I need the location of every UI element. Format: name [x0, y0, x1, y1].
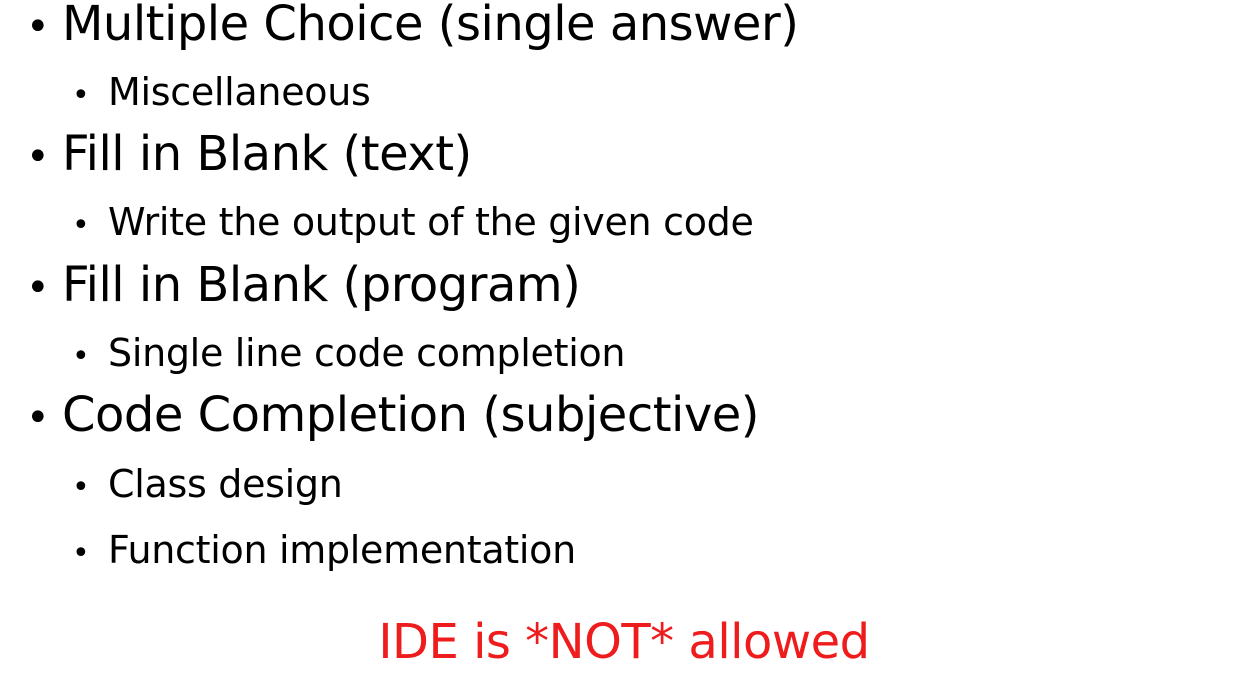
bullet-icon: • — [72, 208, 90, 243]
bullet-icon: • — [26, 134, 50, 180]
list-subitem: • Miscellaneous — [72, 70, 371, 114]
bullet-icon: • — [72, 536, 90, 571]
list-item: • Multiple Choice (single answer) — [26, 0, 799, 52]
bullet-icon: • — [26, 395, 50, 441]
list-item: • Fill in Blank (program) — [26, 257, 581, 313]
bullet-icon: • — [26, 265, 50, 311]
bullet-icon: • — [72, 470, 90, 505]
list-subitem: • Single line code completion — [72, 331, 625, 375]
list-item-label: Multiple Choice (single answer) — [62, 0, 799, 52]
list-item-label: Fill in Blank (program) — [62, 257, 581, 313]
list-subitem-label: Miscellaneous — [108, 70, 371, 114]
list-item-label: Fill in Blank (text) — [62, 126, 472, 182]
list-subitem-label: Function implementation — [108, 528, 576, 572]
list-item: • Code Completion (subjective) — [26, 387, 760, 443]
ide-not-allowed-note: IDE is *NOT* allowed — [378, 614, 870, 670]
list-subitem: • Function implementation — [72, 528, 576, 572]
list-subitem: • Write the output of the given code — [72, 200, 754, 244]
bullet-icon: • — [72, 78, 90, 113]
list-subitem-label: Class design — [108, 462, 343, 506]
list-subitem-label: Write the output of the given code — [108, 200, 754, 244]
bullet-icon: • — [26, 4, 50, 50]
bullet-icon: • — [72, 339, 90, 374]
list-subitem-label: Single line code completion — [108, 331, 626, 375]
list-item-label: Code Completion (subjective) — [62, 387, 760, 443]
list-item: • Fill in Blank (text) — [26, 126, 472, 182]
list-subitem: • Class design — [72, 462, 343, 506]
